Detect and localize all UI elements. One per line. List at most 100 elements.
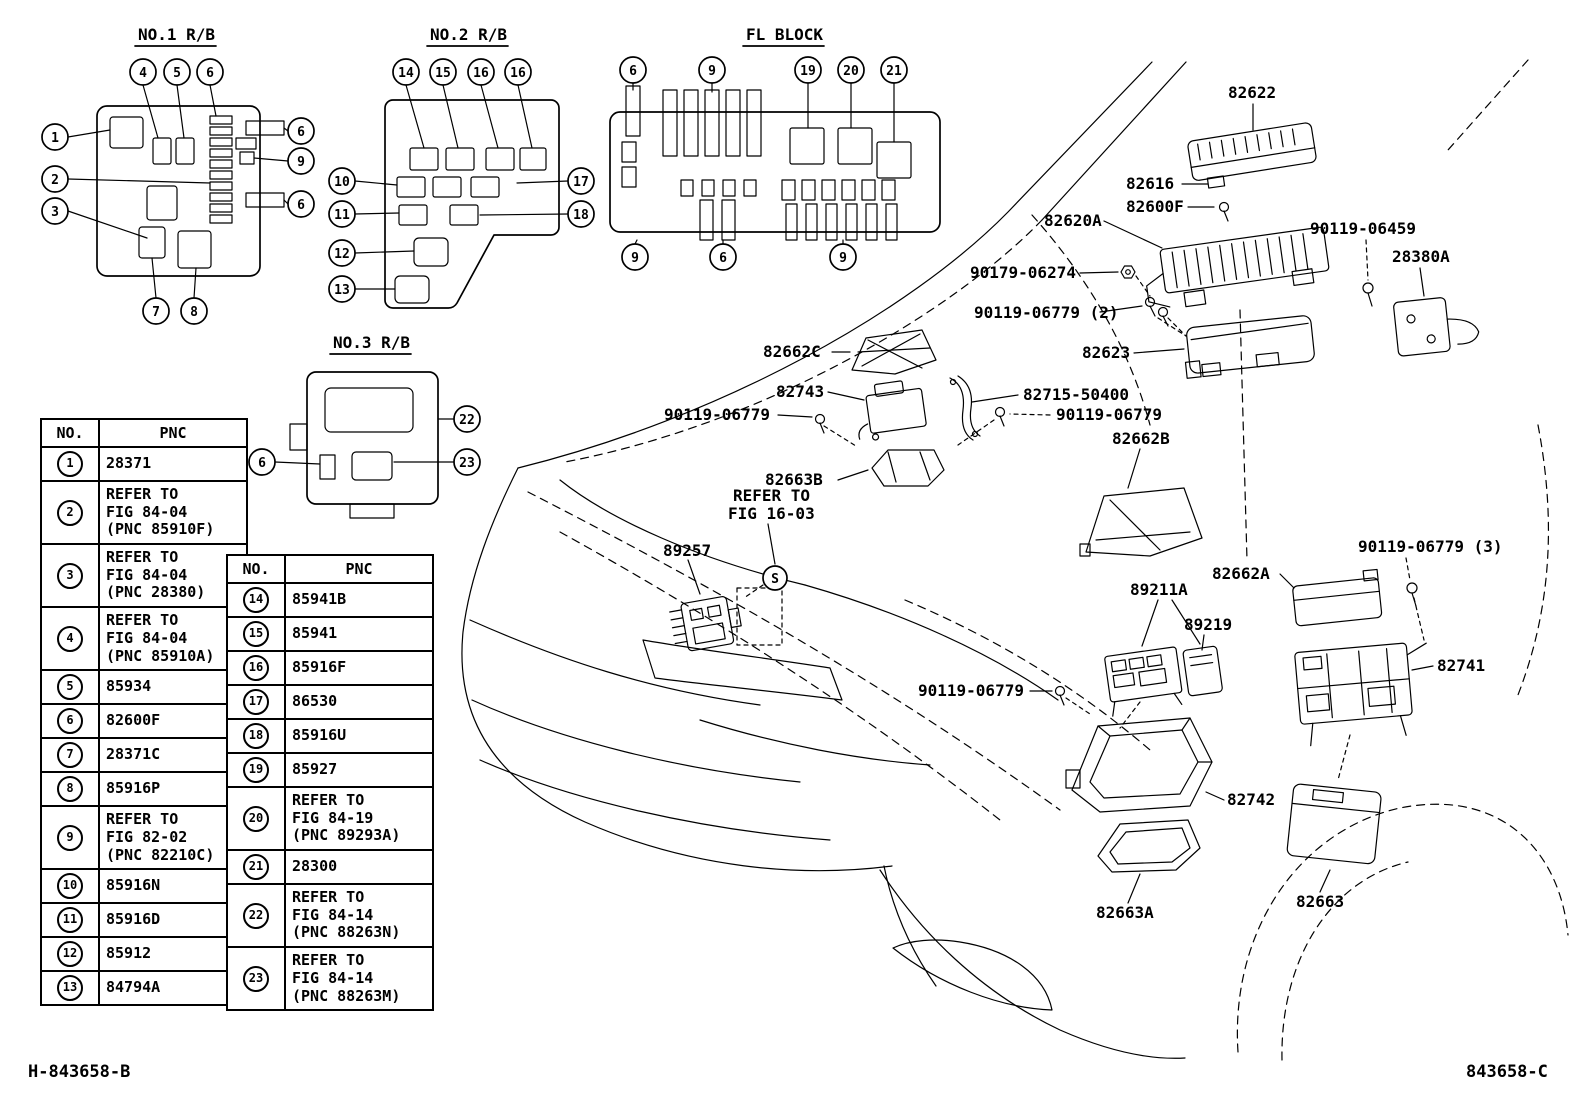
callout-fl-21: 21 bbox=[880, 56, 908, 84]
table-header-row: NO. PNC bbox=[226, 554, 434, 584]
part-labels: 82622 82616 82600F 82620A 90119-06459 28… bbox=[663, 83, 1503, 922]
table-row: 20 REFER TO FIG 84-19 (PNC 89293A) bbox=[226, 785, 434, 852]
row-number-badge: 17 bbox=[243, 689, 269, 715]
svg-text:20: 20 bbox=[843, 64, 859, 79]
row-number-badge: 21 bbox=[243, 854, 269, 881]
callout-no2-15: 15 bbox=[429, 58, 457, 86]
pnc-value: 85941 bbox=[284, 616, 434, 652]
callout-fl-9-top: 9 bbox=[698, 56, 726, 84]
part-label-28380a: 28380A bbox=[1392, 247, 1450, 266]
pnc-value: REFER TO FIG 84-04 (PNC 85910A) bbox=[98, 606, 248, 672]
component-82741-relay-box bbox=[1294, 642, 1427, 747]
part-label-82715-50400: 82715-50400 bbox=[1023, 385, 1129, 404]
part-label-82662a: 82662A bbox=[1212, 564, 1270, 583]
svg-text:6: 6 bbox=[629, 64, 637, 79]
callout-fl-6-top: 6 bbox=[619, 56, 647, 84]
row-number-badge: 5 bbox=[57, 674, 83, 701]
callout-no1-1: 1 bbox=[41, 123, 69, 151]
pnc-value: 85927 bbox=[284, 752, 434, 788]
part-label-82662b: 82662B bbox=[1112, 429, 1170, 448]
callout-fl-6-bottom: 6 bbox=[709, 243, 737, 271]
section-title-no1-rb: NO.1 R/B bbox=[134, 25, 217, 47]
svg-text:17: 17 bbox=[573, 175, 589, 190]
svg-text:1: 1 bbox=[51, 131, 59, 146]
part-label-82620a: 82620A bbox=[1044, 211, 1102, 230]
table-row: 13 84794A bbox=[40, 970, 248, 1007]
component-82662c-cover bbox=[851, 329, 937, 375]
component-89257-igniter bbox=[669, 596, 742, 652]
part-label-82662c: 82662C bbox=[763, 342, 821, 361]
pnc-value: REFER TO FIG 82-02 (PNC 82210C) bbox=[98, 805, 248, 871]
pnc-value: 84794A bbox=[98, 970, 248, 1007]
svg-text:16: 16 bbox=[473, 66, 489, 81]
pnc-value: 28371C bbox=[98, 737, 248, 774]
callout-no1-9: 9 bbox=[287, 147, 315, 175]
section-title-fl-block: FL BLOCK bbox=[742, 25, 825, 47]
pnc-value: 82600F bbox=[98, 703, 248, 740]
part-label-90119-06779-2: 90119-06779 (2) bbox=[974, 303, 1119, 322]
svg-text:6: 6 bbox=[719, 251, 727, 266]
row-number-badge: 13 bbox=[57, 975, 83, 1002]
svg-text:6: 6 bbox=[206, 66, 214, 81]
part-label-82663b: 82663B bbox=[765, 470, 823, 489]
row-number-badge: 1 bbox=[57, 451, 83, 477]
row-number-badge: 4 bbox=[57, 625, 83, 652]
pnc-value: REFER TO FIG 84-04 (PNC 28380) bbox=[98, 543, 248, 609]
part-label-90179-06274: 90179-06274 bbox=[970, 263, 1076, 282]
row-number-badge: 12 bbox=[57, 941, 83, 968]
part-label-82742: 82742 bbox=[1227, 790, 1275, 809]
svg-text:6: 6 bbox=[258, 456, 266, 471]
pnc-value: 28300 bbox=[284, 849, 434, 886]
component-82662a-cover bbox=[1292, 568, 1383, 627]
part-label-82741: 82741 bbox=[1437, 656, 1485, 675]
part-label-90119-06779-left: 90119-06779 bbox=[664, 405, 770, 424]
svg-text:9: 9 bbox=[708, 64, 716, 79]
svg-text:11: 11 bbox=[334, 208, 350, 223]
pnc-value: 85916U bbox=[284, 718, 434, 754]
car-outline bbox=[461, 59, 1569, 1061]
callout-no1-5: 5 bbox=[163, 58, 191, 86]
part-label-82663a: 82663A bbox=[1096, 903, 1154, 922]
row-number-badge: 10 bbox=[57, 873, 83, 900]
component-90119-06779-right-screw bbox=[994, 406, 1006, 427]
callout-no1-6-top: 6 bbox=[196, 58, 224, 86]
pnc-value: REFER TO FIG 84-19 (PNC 89293A) bbox=[284, 785, 434, 852]
component-89211a-fusebox bbox=[1104, 646, 1183, 717]
row-number-badge: 20 bbox=[243, 805, 269, 832]
callout-no2-11: 11 bbox=[328, 200, 356, 228]
table-row: 6 82600F bbox=[40, 703, 248, 740]
component-89219-plate bbox=[1182, 645, 1223, 697]
component-28380a-bracket bbox=[1393, 297, 1480, 357]
row-number-badge: 6 bbox=[57, 708, 83, 735]
position-dashed-box bbox=[736, 587, 783, 646]
component-82600f-screw bbox=[1218, 201, 1230, 222]
component-82662b-cover bbox=[1079, 487, 1203, 557]
callout-no2-16-b: 16 bbox=[504, 58, 532, 86]
part-label-90119-06779-right: 90119-06779 bbox=[1056, 405, 1162, 424]
svg-text:7: 7 bbox=[152, 305, 160, 320]
part-label-fig-16-03: FIG 16-03 bbox=[728, 504, 815, 523]
row-number-badge: 18 bbox=[243, 723, 269, 749]
part-label-82663: 82663 bbox=[1296, 892, 1344, 911]
col-header-pnc: PNC bbox=[98, 418, 248, 448]
component-82742-bracket bbox=[1065, 717, 1213, 813]
svg-text:13: 13 bbox=[334, 283, 350, 298]
callout-s-marker: S bbox=[762, 565, 788, 591]
svg-text:18: 18 bbox=[573, 208, 589, 223]
svg-text:2: 2 bbox=[51, 173, 59, 188]
svg-text:15: 15 bbox=[435, 66, 451, 81]
callout-no1-6-right-upper: 6 bbox=[287, 117, 315, 145]
no2-rb-schematic bbox=[354, 84, 569, 309]
svg-text:3: 3 bbox=[51, 205, 59, 220]
component-82743-relay bbox=[858, 380, 927, 441]
